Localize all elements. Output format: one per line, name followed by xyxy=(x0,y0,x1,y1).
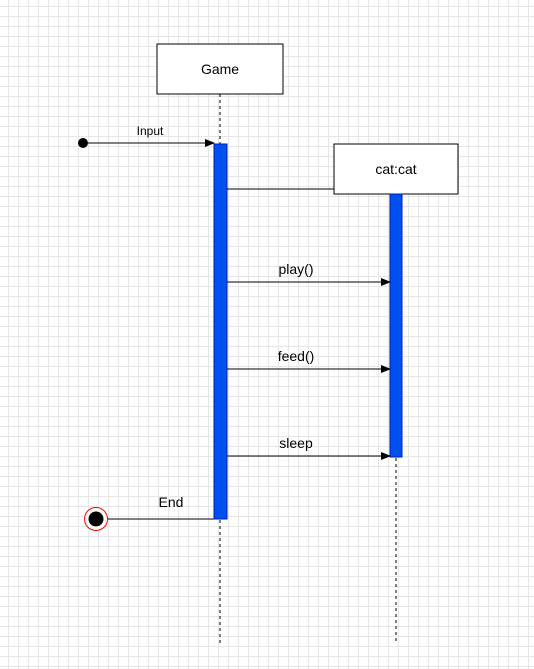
final-node-icon xyxy=(88,511,104,527)
message-input[interactable]: Input xyxy=(78,124,215,148)
lifeline-cat-label: cat:cat xyxy=(375,161,416,177)
activation-bar-cat[interactable] xyxy=(389,193,403,458)
message-end-label: End xyxy=(159,494,184,510)
lifeline-cat-box[interactable] xyxy=(333,143,459,195)
activation-bar-game[interactable] xyxy=(213,143,228,520)
message-sleep-label: sleep xyxy=(279,435,313,451)
message-end[interactable]: End xyxy=(84,494,215,531)
message-input-label: Input xyxy=(137,124,164,138)
lifeline-game-label: Game xyxy=(201,61,239,77)
message-sleep[interactable]: sleep xyxy=(227,435,391,460)
lifeline-game-box[interactable] xyxy=(156,43,284,95)
message-play-label: play() xyxy=(278,261,313,277)
initial-node-icon xyxy=(78,138,88,148)
message-play[interactable]: play() xyxy=(227,261,391,286)
message-feed-label: feed() xyxy=(278,348,315,364)
message-feed[interactable]: feed() xyxy=(227,348,391,373)
